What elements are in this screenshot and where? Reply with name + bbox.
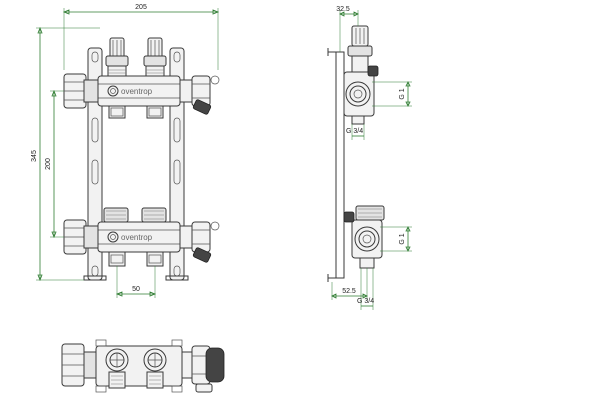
flow-meter-1: [105, 37, 129, 77]
front-view: oventrop: [31, 4, 220, 298]
inlet-nut-bottom: [63, 219, 99, 255]
dimension-overall-width: 205: [62, 4, 220, 70]
dim-label-g1-bottom: G 1: [399, 233, 406, 244]
dim-label-52-5: 52.5: [342, 288, 356, 295]
dimension-side-depth-bottom: 52.5: [331, 268, 368, 300]
brand-label-top: oventrop: [121, 87, 153, 96]
end-piece-bottom: [179, 221, 220, 263]
end-piece-top: [179, 75, 220, 115]
dim-label-g1-top: G 1: [399, 88, 406, 99]
dim-label-g34-top: G 3/4: [346, 128, 363, 135]
dimension-inlet-spacing: 200: [45, 89, 64, 239]
dim-label-200: 200: [45, 158, 52, 170]
dim-label-50: 50: [132, 286, 140, 293]
dimension-outlet-pitch: 50: [115, 266, 157, 298]
supply-outlets: [108, 105, 164, 119]
dim-label-345: 345: [31, 150, 38, 162]
top-view-end-piece: [181, 345, 225, 393]
dim-label-205: 205: [135, 4, 147, 11]
top-view-flow-meter-2: [143, 348, 167, 389]
side-flow-meter: [347, 25, 373, 73]
dimension-outlet-thread-bottom: G 3/4: [357, 268, 374, 310]
supply-bar: oventrop: [97, 75, 181, 107]
top-view-inlet-nut: [61, 343, 97, 387]
return-bar: oventrop: [97, 221, 181, 253]
side-view: 32.5 G 1 G 3/4 G 1 52.5: [327, 6, 412, 310]
dimension-thread-top: G 1: [372, 81, 412, 107]
dimension-thread-bottom: G 1: [380, 226, 412, 252]
valve-heads: [103, 207, 167, 223]
dimension-overall-height: 345: [31, 26, 100, 282]
return-outlets: [108, 251, 164, 267]
dim-label-g34-bottom: G 3/4: [357, 298, 374, 305]
side-supply-body: [343, 65, 379, 125]
dimension-side-depth-top: 32.5: [336, 6, 359, 52]
brand-label-bottom: oventrop: [121, 233, 153, 242]
side-return-body: [343, 205, 385, 269]
dim-label-32-5: 32.5: [336, 6, 350, 13]
top-view: [61, 339, 225, 393]
flow-meter-2: [143, 37, 167, 77]
top-view-flow-meter-1: [105, 348, 129, 389]
mounting-bracket-left: [87, 47, 103, 281]
dimension-outlet-thread-top: G 3/4: [346, 124, 365, 140]
